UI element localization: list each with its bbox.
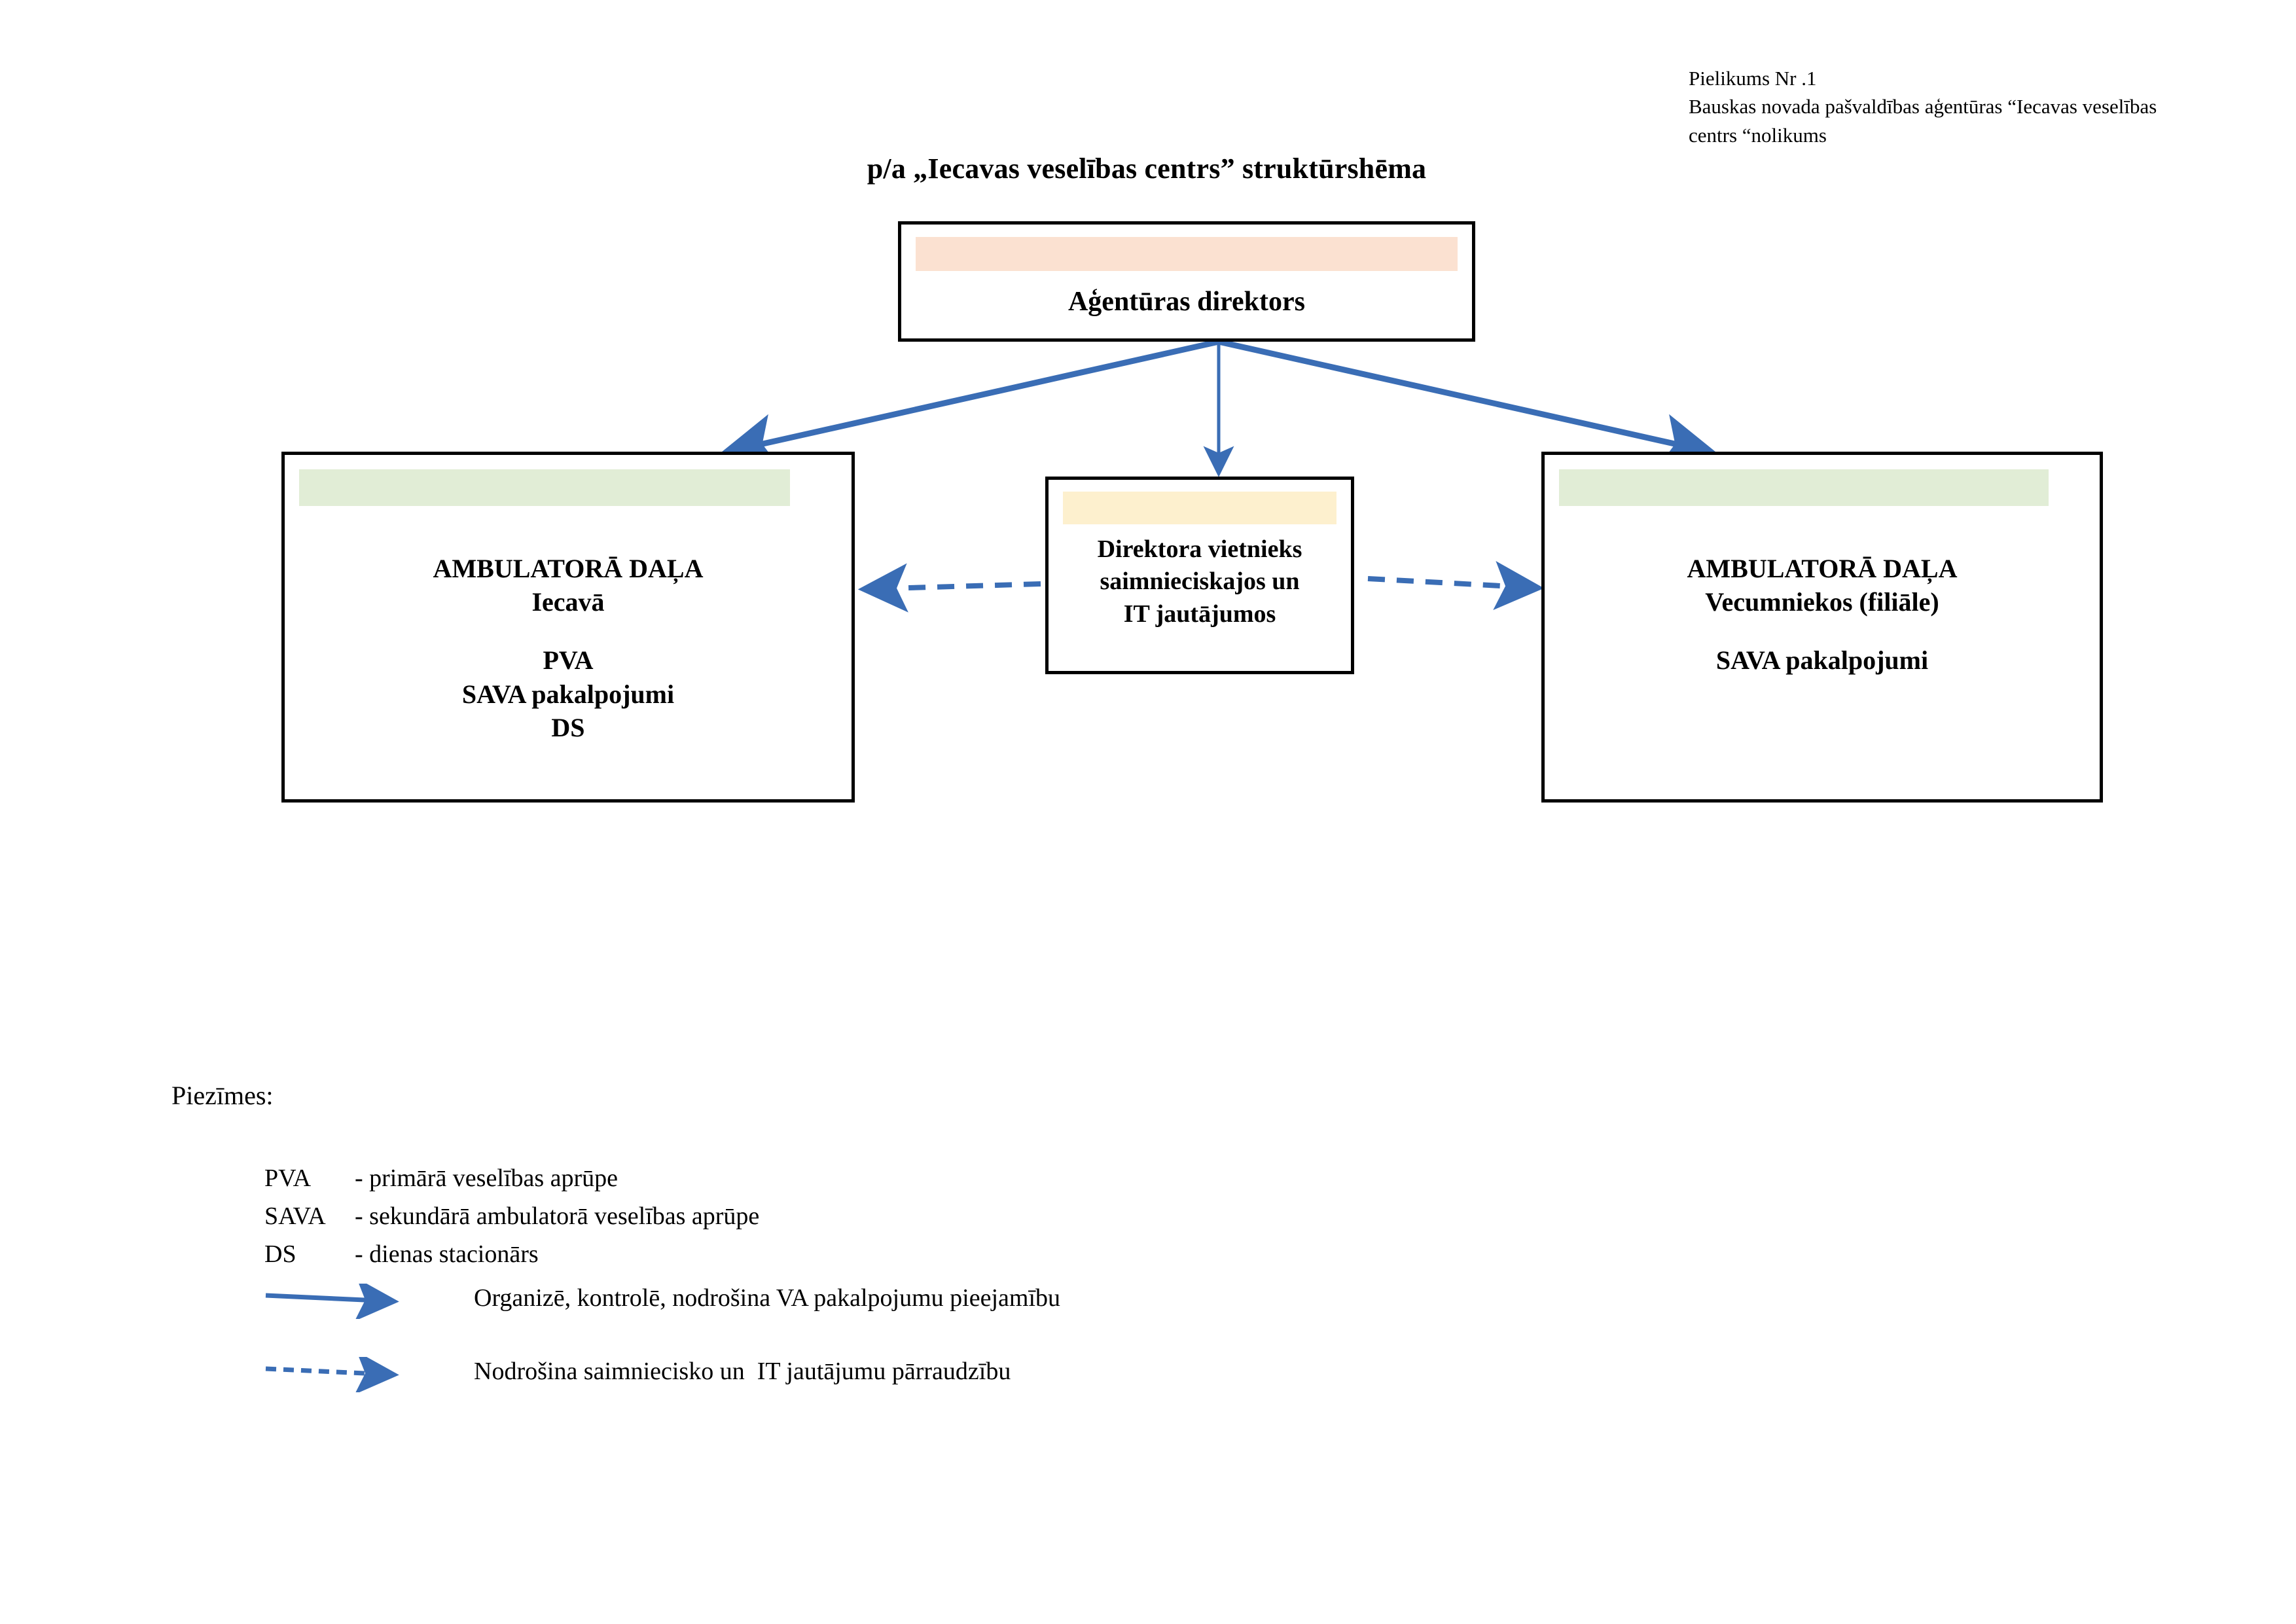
document-header-line-2: Bauskas novada pašvaldības aģentūras “Ie… [1689, 95, 2157, 118]
dashed-arrow-icon [265, 1357, 399, 1392]
node-iecava-blank-line [285, 619, 852, 643]
abbreviation-value: - dienas stacionārs [355, 1240, 539, 1268]
abbreviation-key: PVA [264, 1164, 312, 1192]
legend-label-dashed: Nodrošina saimniecisko un IT jautājumu p… [474, 1358, 1011, 1385]
connector-deputy-to-ambulatory-vecumnieki [1367, 560, 1545, 611]
solid-arrow-icon [265, 1284, 399, 1319]
legend-label-solid: Organizē, kontrolē, nodrošina VA pakalpo… [474, 1284, 1061, 1312]
page-title: p/a „Iecavas veselības centrs” struktūrs… [0, 152, 2296, 185]
node-vecumnieki-line-2: Vecumniekos (filiāle) [1705, 587, 1939, 617]
document-header-line-1: Pielikums Nr .1 [1689, 67, 1817, 90]
node-vecumnieki-blank-line [1545, 619, 2100, 643]
abbreviation-value: - sekundārā ambulatorā veselības aprūpe [355, 1202, 760, 1230]
connector-director-to-ambulatory-iecava [719, 338, 1219, 469]
node-iecava-line-4: PVA [543, 645, 594, 676]
legend-row-solid: Organizē, kontrolē, nodrošina VA pakalpo… [264, 1280, 1704, 1353]
node-agentura-direktors[interactable]: Aģentūras direktors [898, 221, 1475, 342]
node-ambulatora-dala-vecumniekos[interactable]: AMBULATORĀ DAĻA Vecumniekos (filiāle) SA… [1541, 452, 2103, 803]
page-title-text: p/a „Iecavas veselības centrs” struktūrs… [867, 153, 1427, 185]
node-director-line-1: Aģentūras direktors [1067, 287, 1306, 317]
node-deputy-line-1: Direktora vietnieks [1097, 535, 1302, 563]
node-deputy-label: Direktora vietnieks saimnieciskajos un I… [1049, 533, 1351, 630]
abbreviation-row: PVA - primārā veselības aprūpe [264, 1160, 759, 1198]
node-direktora-vietnieks[interactable]: Direktora vietnieks saimnieciskajos un I… [1045, 477, 1354, 674]
abbreviation-key: DS [264, 1240, 296, 1268]
node-director-color-band [916, 237, 1458, 271]
node-iecava-color-band [299, 469, 790, 506]
node-iecava-line-1: AMBULATORĀ DAĻA [433, 554, 704, 583]
node-vecumnieki-line-1: AMBULATORĀ DAĻA [1687, 554, 1958, 583]
connector-deputy-to-ambulatory-iecava [857, 563, 1041, 613]
document-header-line-3: centrs “nolikums [1689, 123, 1827, 147]
node-director-label: Aģentūras direktors [901, 285, 1472, 320]
node-deputy-line-2: saimnieciskajos un [1100, 568, 1300, 596]
node-deputy-color-band [1063, 492, 1336, 524]
node-vecumnieki-color-band [1559, 469, 2049, 506]
node-deputy-line-3: IT jautājumos [1123, 600, 1276, 628]
node-iecava-label: AMBULATORĀ DAĻA Iecavā PVA SAVA pakalpoj… [285, 552, 852, 744]
abbreviation-list: PVA - primārā veselības aprūpe SAVA - seku… [264, 1160, 759, 1273]
abbreviation-key: SAVA [264, 1202, 326, 1230]
document-header: Pielikums Nr .1 Bauskas novada pašvaldīb… [1689, 64, 2212, 149]
abbreviation-value: - primārā veselības aprūpe [355, 1164, 618, 1192]
abbreviation-row: SAVA - sekundārā ambulatorā veselības apr… [264, 1198, 759, 1236]
node-vecumnieki-line-4: SAVA pakalpojumi [1715, 645, 1929, 676]
legend-row-dashed: Nodrošina saimniecisko un IT jautājumu p… [264, 1353, 1704, 1426]
legend: Organizē, kontrolē, nodrošina VA pakalpo… [264, 1280, 1704, 1426]
node-iecava-line-6: DS [551, 712, 585, 742]
node-ambulatora-dala-iecava[interactable]: AMBULATORĀ DAĻA Iecavā PVA SAVA pakalpoj… [281, 452, 855, 803]
notes-heading: Piezīmes: [171, 1081, 274, 1110]
node-iecava-line-5: SAVA pakalpojumi [461, 679, 675, 709]
node-vecumnieki-label: AMBULATORĀ DAĻA Vecumniekos (filiāle) SA… [1545, 552, 2100, 677]
abbreviation-row: DS - dienas stacionārs [264, 1236, 759, 1274]
connector-director-to-ambulatory-vecumnieki [1218, 338, 1718, 469]
node-iecava-line-2: Iecavā [531, 587, 605, 617]
